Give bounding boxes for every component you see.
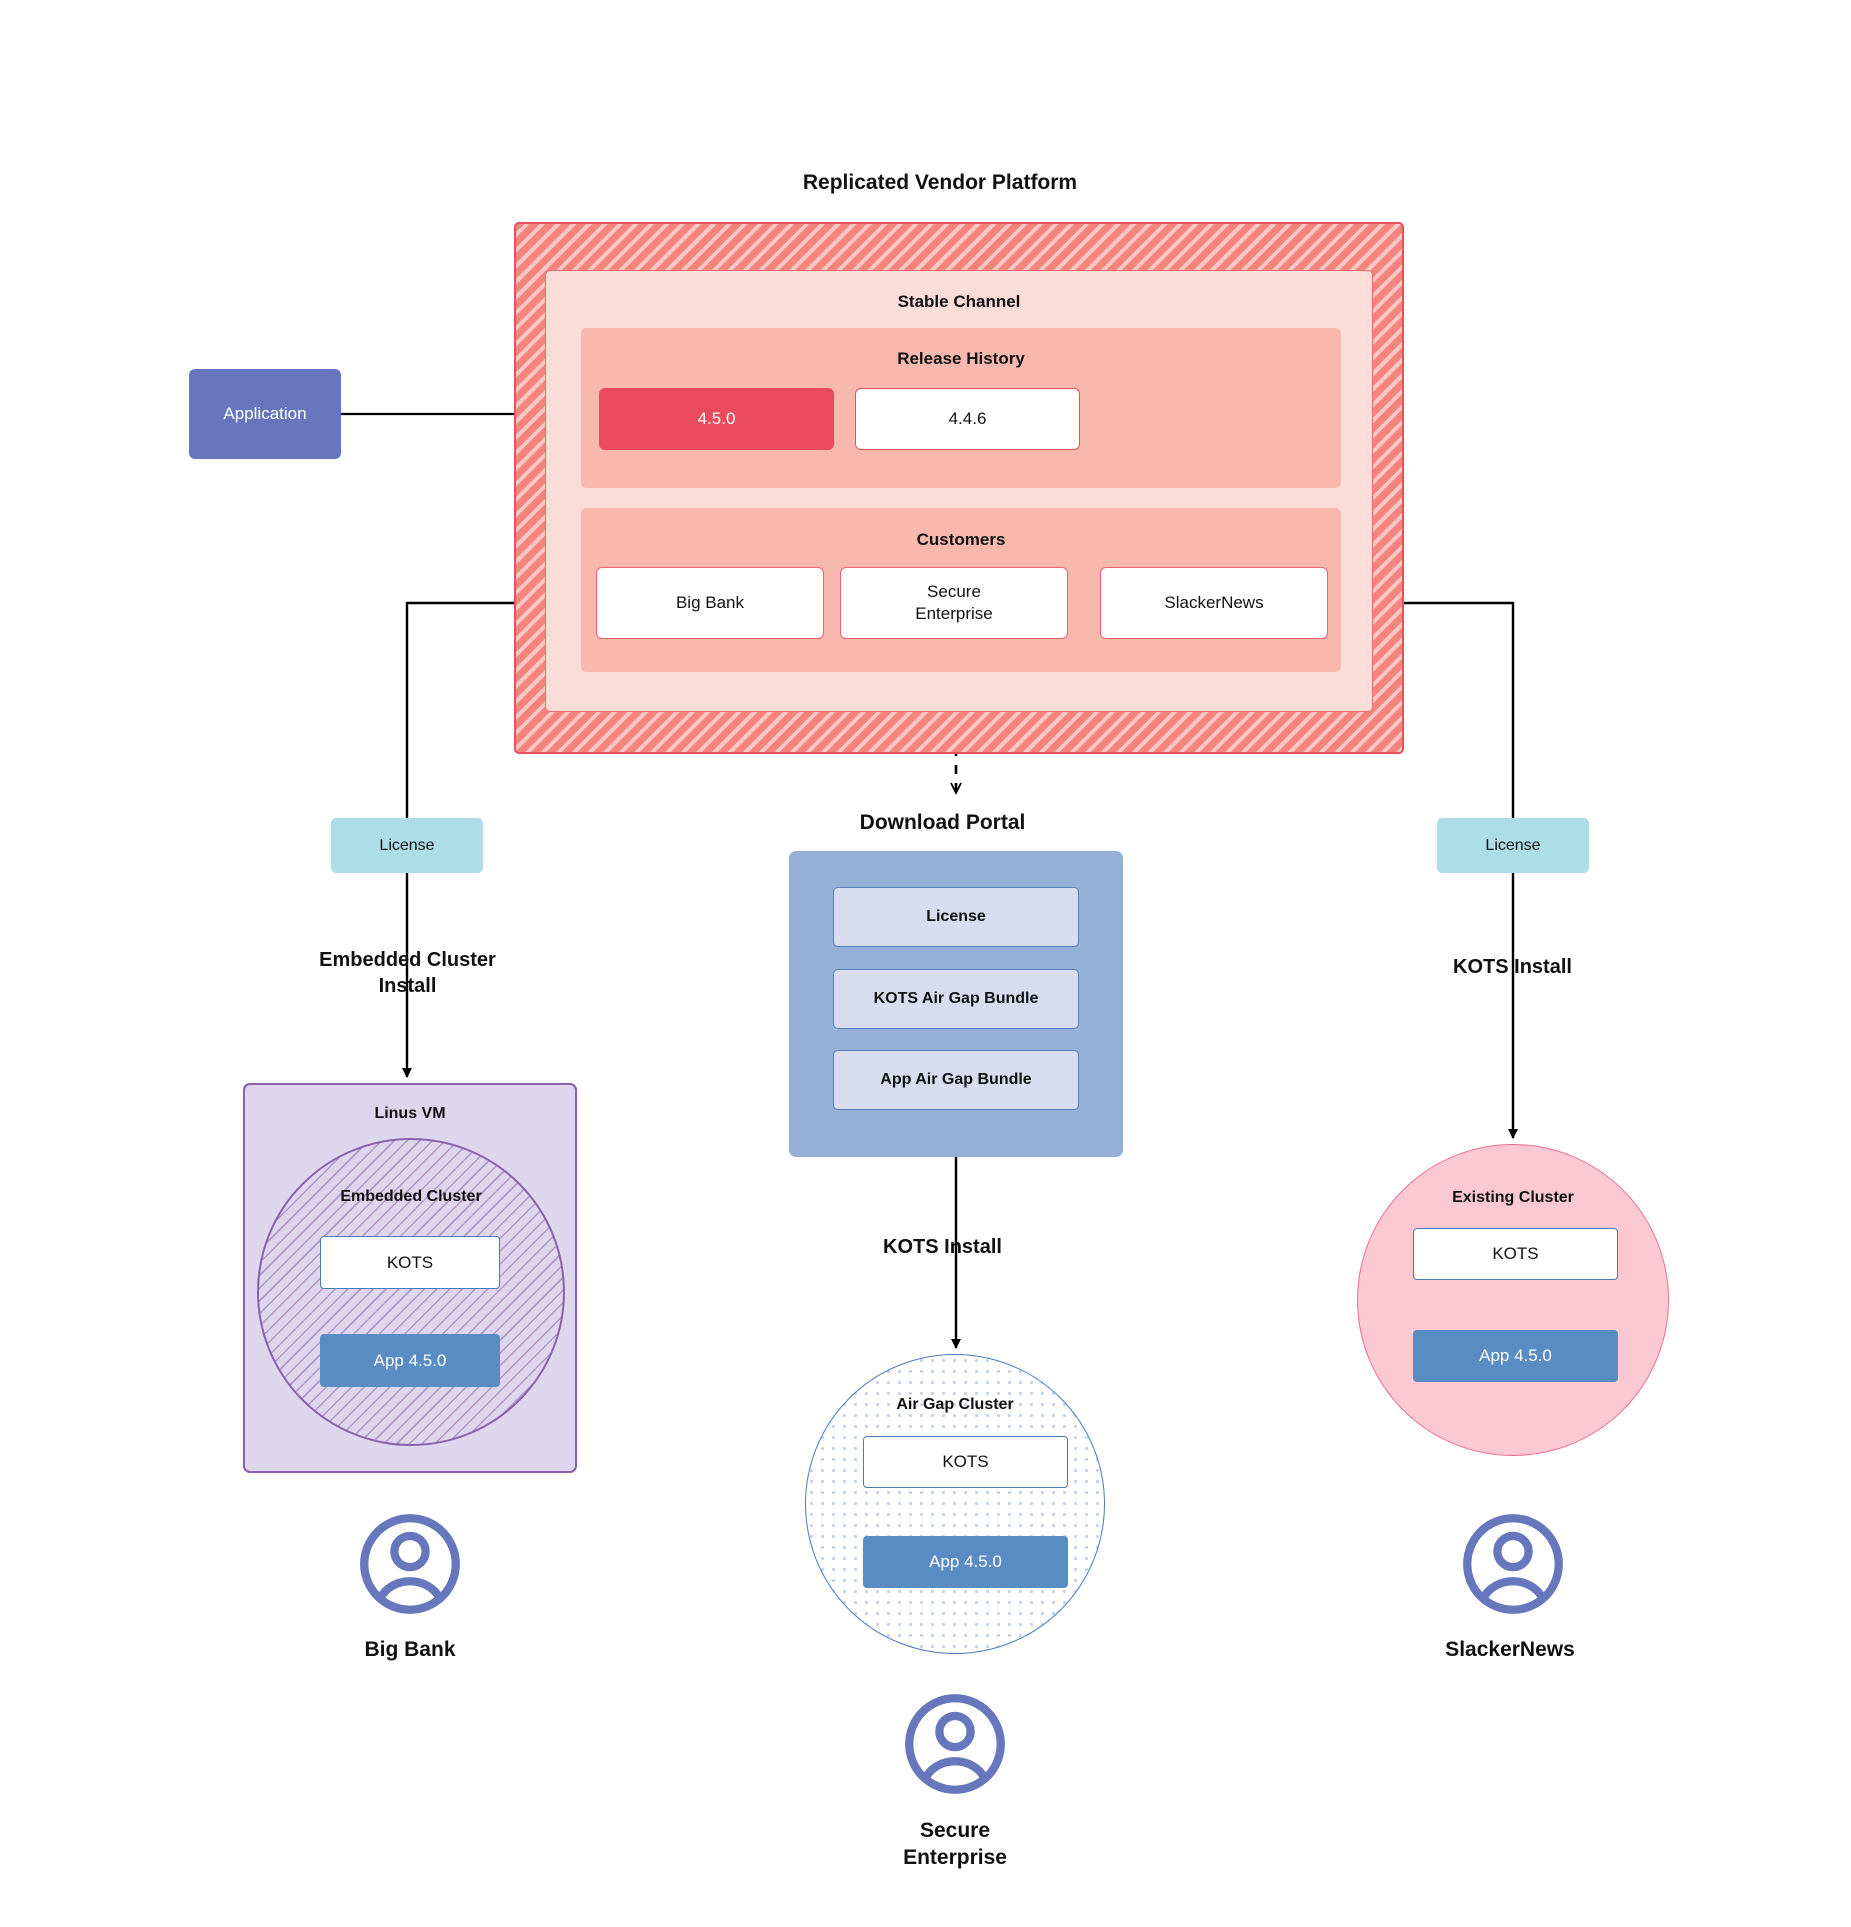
existing-cluster-circle (1357, 1144, 1669, 1456)
portal-item-kots-air-gap-bundle[interactable]: KOTS Air Gap Bundle (833, 969, 1079, 1029)
portal-item-license[interactable]: License (833, 887, 1079, 947)
application-box[interactable]: Application (189, 369, 341, 459)
air-gap-cluster-title: Air Gap Cluster (896, 1396, 1014, 1413)
air-gap-cluster-circle (805, 1354, 1105, 1654)
flow-label-kots-install-right: KOTS Install (1453, 956, 1572, 978)
customer-chip-secure-enterprise[interactable]: Secure Enterprise (840, 567, 1068, 639)
kots-box-center[interactable]: KOTS (863, 1436, 1068, 1488)
portal-item-app-air-gap-bundle[interactable]: App Air Gap Bundle (833, 1050, 1079, 1110)
embedded-cluster-title: Embedded Cluster (340, 1188, 482, 1205)
download-portal-title: Download Portal (859, 811, 1026, 834)
embedded-cluster-circle (257, 1138, 565, 1446)
app-box-center[interactable]: App 4.5.0 (863, 1536, 1068, 1588)
customers-title: Customers (916, 530, 1006, 549)
release-chip-current[interactable]: 4.5.0 (599, 388, 834, 450)
flow-label-embedded-cluster-install: Embedded Cluster Install (319, 949, 496, 997)
customer-chip-slackernews[interactable]: SlackerNews (1100, 567, 1328, 639)
flow-label-kots-install-center: KOTS Install (883, 1236, 1002, 1258)
page-title: Replicated Vendor Platform (802, 171, 1078, 194)
stable-channel-title: Stable Channel (897, 292, 1021, 311)
persona-label-big-bank: Big Bank (364, 1638, 456, 1661)
app-box-right[interactable]: App 4.5.0 (1413, 1330, 1618, 1382)
persona-label-slackernews: SlackerNews (1445, 1638, 1575, 1661)
app-box-left[interactable]: App 4.5.0 (320, 1334, 500, 1387)
release-chip-previous[interactable]: 4.4.6 (855, 388, 1080, 450)
kots-box-left[interactable]: KOTS (320, 1236, 500, 1289)
linux-vm-title: Linus VM (374, 1105, 446, 1122)
release-history-title: Release History (897, 349, 1025, 368)
kots-box-right[interactable]: KOTS (1413, 1228, 1618, 1280)
customer-chip-big-bank[interactable]: Big Bank (596, 567, 824, 639)
user-avatar-icon (905, 1694, 1005, 1794)
license-chip-right[interactable]: License (1437, 818, 1589, 873)
user-avatar-icon (1463, 1514, 1563, 1614)
persona-label-secure-enterprise: Secure Enterprise (903, 1819, 1007, 1869)
user-avatar-icon (360, 1514, 460, 1614)
license-chip-left[interactable]: License (331, 818, 483, 873)
existing-cluster-title: Existing Cluster (1452, 1189, 1574, 1206)
